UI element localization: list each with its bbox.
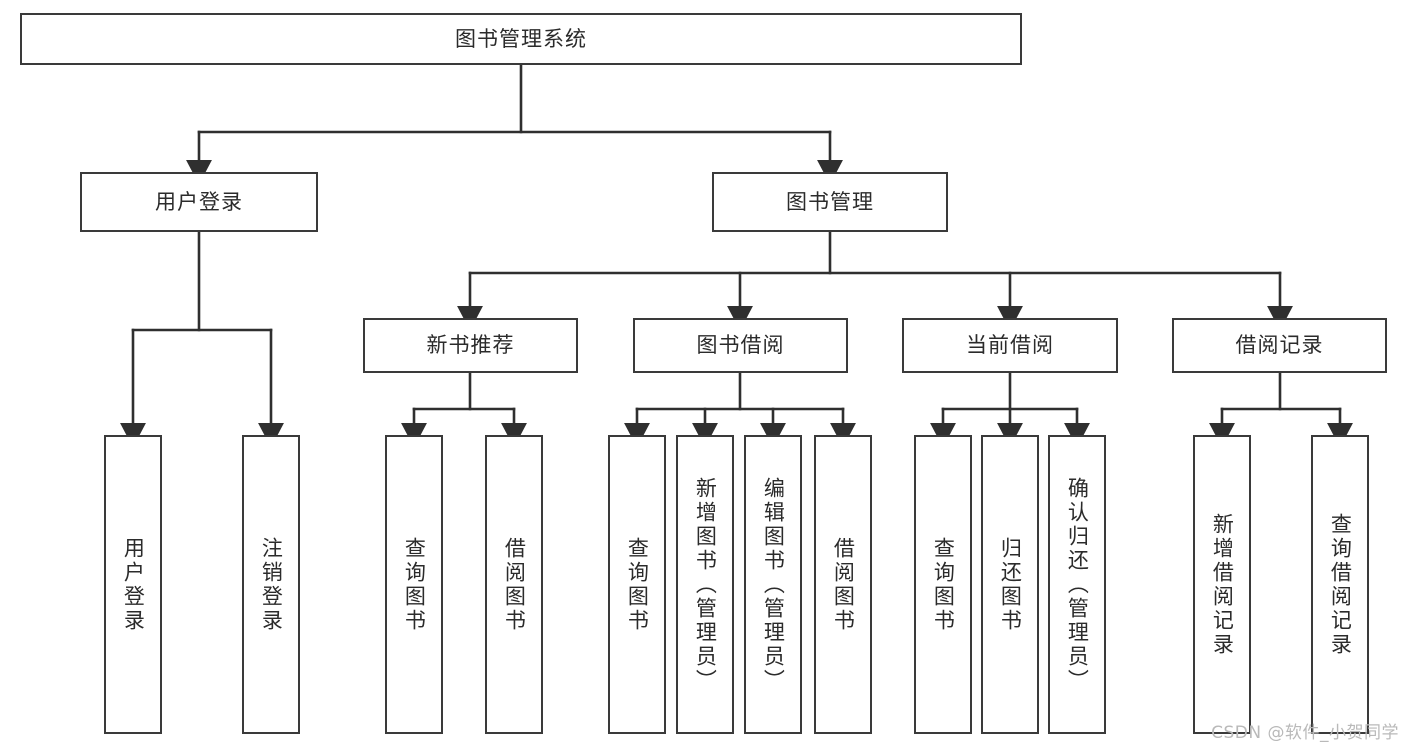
node-label: 借阅记录	[1235, 333, 1324, 357]
node-label: 查询借阅记录	[1328, 512, 1353, 657]
leaf-borrow-query-book[interactable]: 查询图书	[608, 435, 666, 734]
node-label: 图书管理系统	[455, 26, 587, 51]
leaf-current-return-book[interactable]: 归还图书	[981, 435, 1039, 734]
node-label: 新增图书（管理员）	[693, 476, 718, 693]
node-user-login[interactable]: 用户登录	[80, 172, 318, 232]
csdn-watermark: CSDN @软件_小贺同学	[1211, 723, 1399, 743]
node-label: 用户登录	[155, 189, 243, 214]
leaf-record-add-record[interactable]: 新增借阅记录	[1193, 435, 1251, 734]
node-book-management[interactable]: 图书管理	[712, 172, 948, 232]
node-label: 编辑图书（管理员）	[761, 476, 786, 693]
leaf-borrow-edit-book[interactable]: 编辑图书（管理员）	[744, 435, 802, 734]
leaf-current-confirm-return[interactable]: 确认归还（管理员）	[1048, 435, 1106, 734]
node-label: 图书借阅	[696, 333, 785, 357]
node-current-borrow[interactable]: 当前借阅	[902, 318, 1118, 373]
leaf-record-query-record[interactable]: 查询借阅记录	[1311, 435, 1369, 734]
leaf-user-login[interactable]: 用户登录	[104, 435, 162, 734]
node-label: 新书推荐	[426, 333, 515, 357]
node-label: 借阅图书	[831, 536, 856, 633]
node-book-borrow[interactable]: 图书借阅	[633, 318, 848, 373]
node-label: 借阅图书	[502, 536, 527, 633]
node-new-book-recommend[interactable]: 新书推荐	[363, 318, 578, 373]
node-label: 注销登录	[259, 536, 284, 633]
node-label: 查询图书	[625, 536, 650, 633]
node-label: 用户登录	[121, 536, 146, 633]
node-borrow-record[interactable]: 借阅记录	[1172, 318, 1387, 373]
leaf-borrow-add-book[interactable]: 新增图书（管理员）	[676, 435, 734, 734]
node-label: 确认归还（管理员）	[1065, 476, 1090, 693]
node-label: 归还图书	[998, 536, 1023, 633]
node-label: 查询图书	[402, 536, 427, 633]
leaf-recommend-query-book[interactable]: 查询图书	[385, 435, 443, 734]
node-label: 当前借阅	[966, 333, 1054, 357]
node-label: 查询图书	[931, 536, 956, 633]
leaf-borrow-borrow-book[interactable]: 借阅图书	[814, 435, 872, 734]
node-label: 图书管理	[786, 189, 874, 214]
node-root-system[interactable]: 图书管理系统	[20, 13, 1022, 65]
node-label: 新增借阅记录	[1210, 512, 1235, 657]
leaf-user-logout[interactable]: 注销登录	[242, 435, 300, 734]
leaf-current-query-book[interactable]: 查询图书	[914, 435, 972, 734]
leaf-recommend-borrow-book[interactable]: 借阅图书	[485, 435, 543, 734]
